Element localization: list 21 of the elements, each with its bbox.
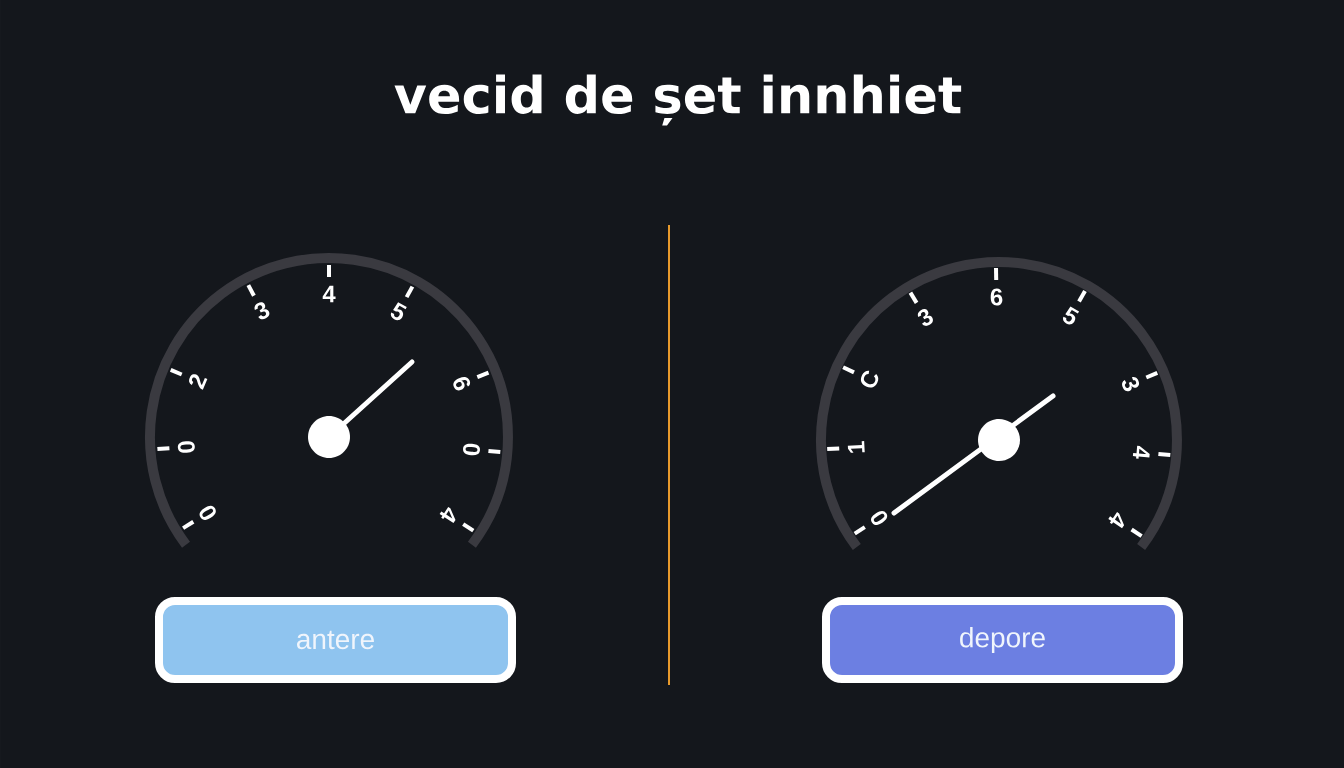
tick-label: 4 [1132, 445, 1150, 459]
tick-label: 0 [199, 505, 216, 520]
tick-label: 4 [322, 285, 336, 303]
tick-label: 0 [177, 441, 195, 453]
tick-label: 5 [390, 302, 407, 321]
tick-label: 0 [871, 510, 888, 526]
tick-label: 3 [1122, 376, 1140, 392]
button: depore [822, 597, 1183, 683]
tick-label: 2 [189, 374, 208, 390]
tick-label: 5 [1062, 306, 1080, 325]
button: antere [155, 597, 516, 683]
tick-label: 4 [1108, 512, 1125, 529]
tick-label: 6 [453, 376, 471, 391]
tick-label: 3 [254, 302, 270, 320]
tick-label: 6 [990, 288, 1003, 306]
tick-label: C [860, 370, 879, 388]
tick-label: 4 [439, 506, 456, 524]
tick-label: 1 [847, 441, 865, 453]
title: vecid de șet innhiet [394, 74, 962, 126]
tick-label: 3 [917, 309, 933, 326]
tick-label: 0 [463, 443, 480, 456]
